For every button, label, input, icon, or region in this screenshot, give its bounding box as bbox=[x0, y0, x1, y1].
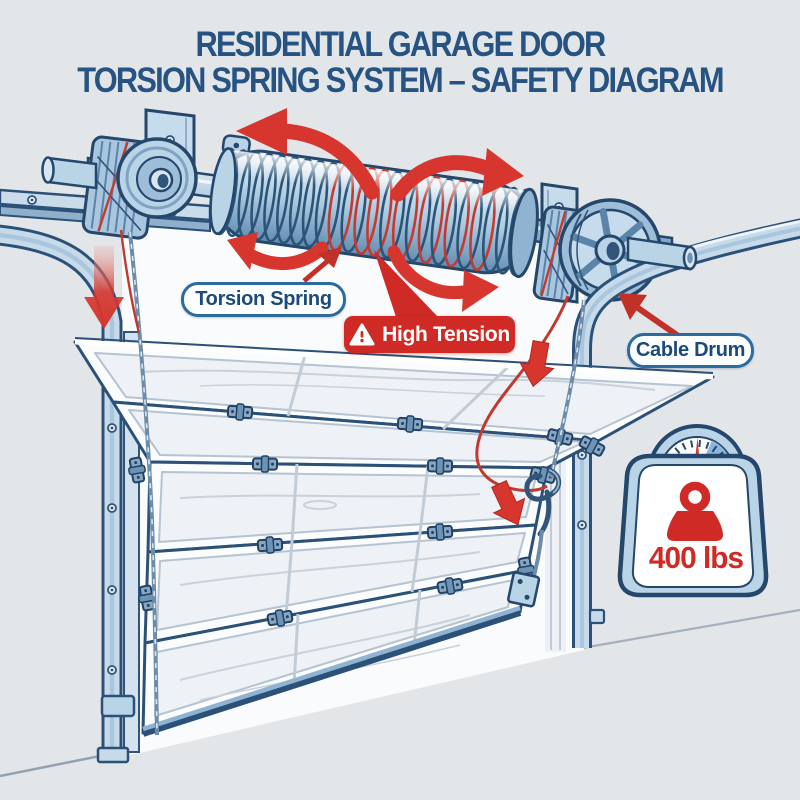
right-door-track bbox=[572, 218, 800, 648]
cable-force-arrow-left bbox=[84, 246, 124, 329]
floor-lines bbox=[0, 608, 800, 778]
kettlebell-weight-icon bbox=[667, 481, 723, 541]
panel-stiles bbox=[284, 354, 511, 686]
garage-door bbox=[73, 337, 715, 737]
cable-drum-label-text: Cable Drum bbox=[635, 339, 746, 361]
door-weight-badge: 400 lbs bbox=[616, 416, 776, 602]
left-door-track bbox=[0, 224, 140, 764]
high-tension-warning-label: High Tension bbox=[344, 316, 515, 353]
rotation-arrow-top-left bbox=[276, 123, 380, 200]
shaft-stub-right bbox=[626, 236, 698, 271]
torsion-spring-pointer-arrow bbox=[302, 247, 342, 283]
cable-anchor-bracket bbox=[507, 571, 541, 608]
torsion-spring-label-text: Torsion Spring bbox=[195, 288, 332, 310]
diagram-title: RESIDENTIAL GARAGE DOOR TORSION SPRING S… bbox=[0, 27, 800, 98]
scale-gauge-icon bbox=[617, 424, 769, 598]
high-tension-pointer bbox=[374, 250, 438, 317]
door-weatherstrip bbox=[141, 608, 522, 737]
torsion-spring-label: Torsion Spring bbox=[181, 282, 346, 317]
rotation-arrow-top-right bbox=[390, 155, 494, 202]
door-weight-value: 400 lbs bbox=[648, 540, 744, 575]
left-cable-drum bbox=[41, 108, 198, 240]
rotation-arrow-bottom-right bbox=[387, 245, 471, 300]
shaft-stub-left bbox=[46, 156, 98, 190]
rotation-arrow-bottom-left bbox=[245, 241, 329, 271]
high-tension-label-text: High Tension bbox=[382, 322, 510, 346]
rotation-arrows bbox=[84, 108, 686, 533]
title-line-2: TORSION SPRING SYSTEM – SAFETY DIAGRAM bbox=[77, 60, 724, 100]
cable-drum-label: Cable Drum bbox=[627, 333, 754, 368]
track-bracket bbox=[100, 694, 136, 718]
title-line-1: RESIDENTIAL GARAGE DOOR bbox=[195, 25, 606, 64]
warning-triangle-icon bbox=[349, 323, 375, 345]
